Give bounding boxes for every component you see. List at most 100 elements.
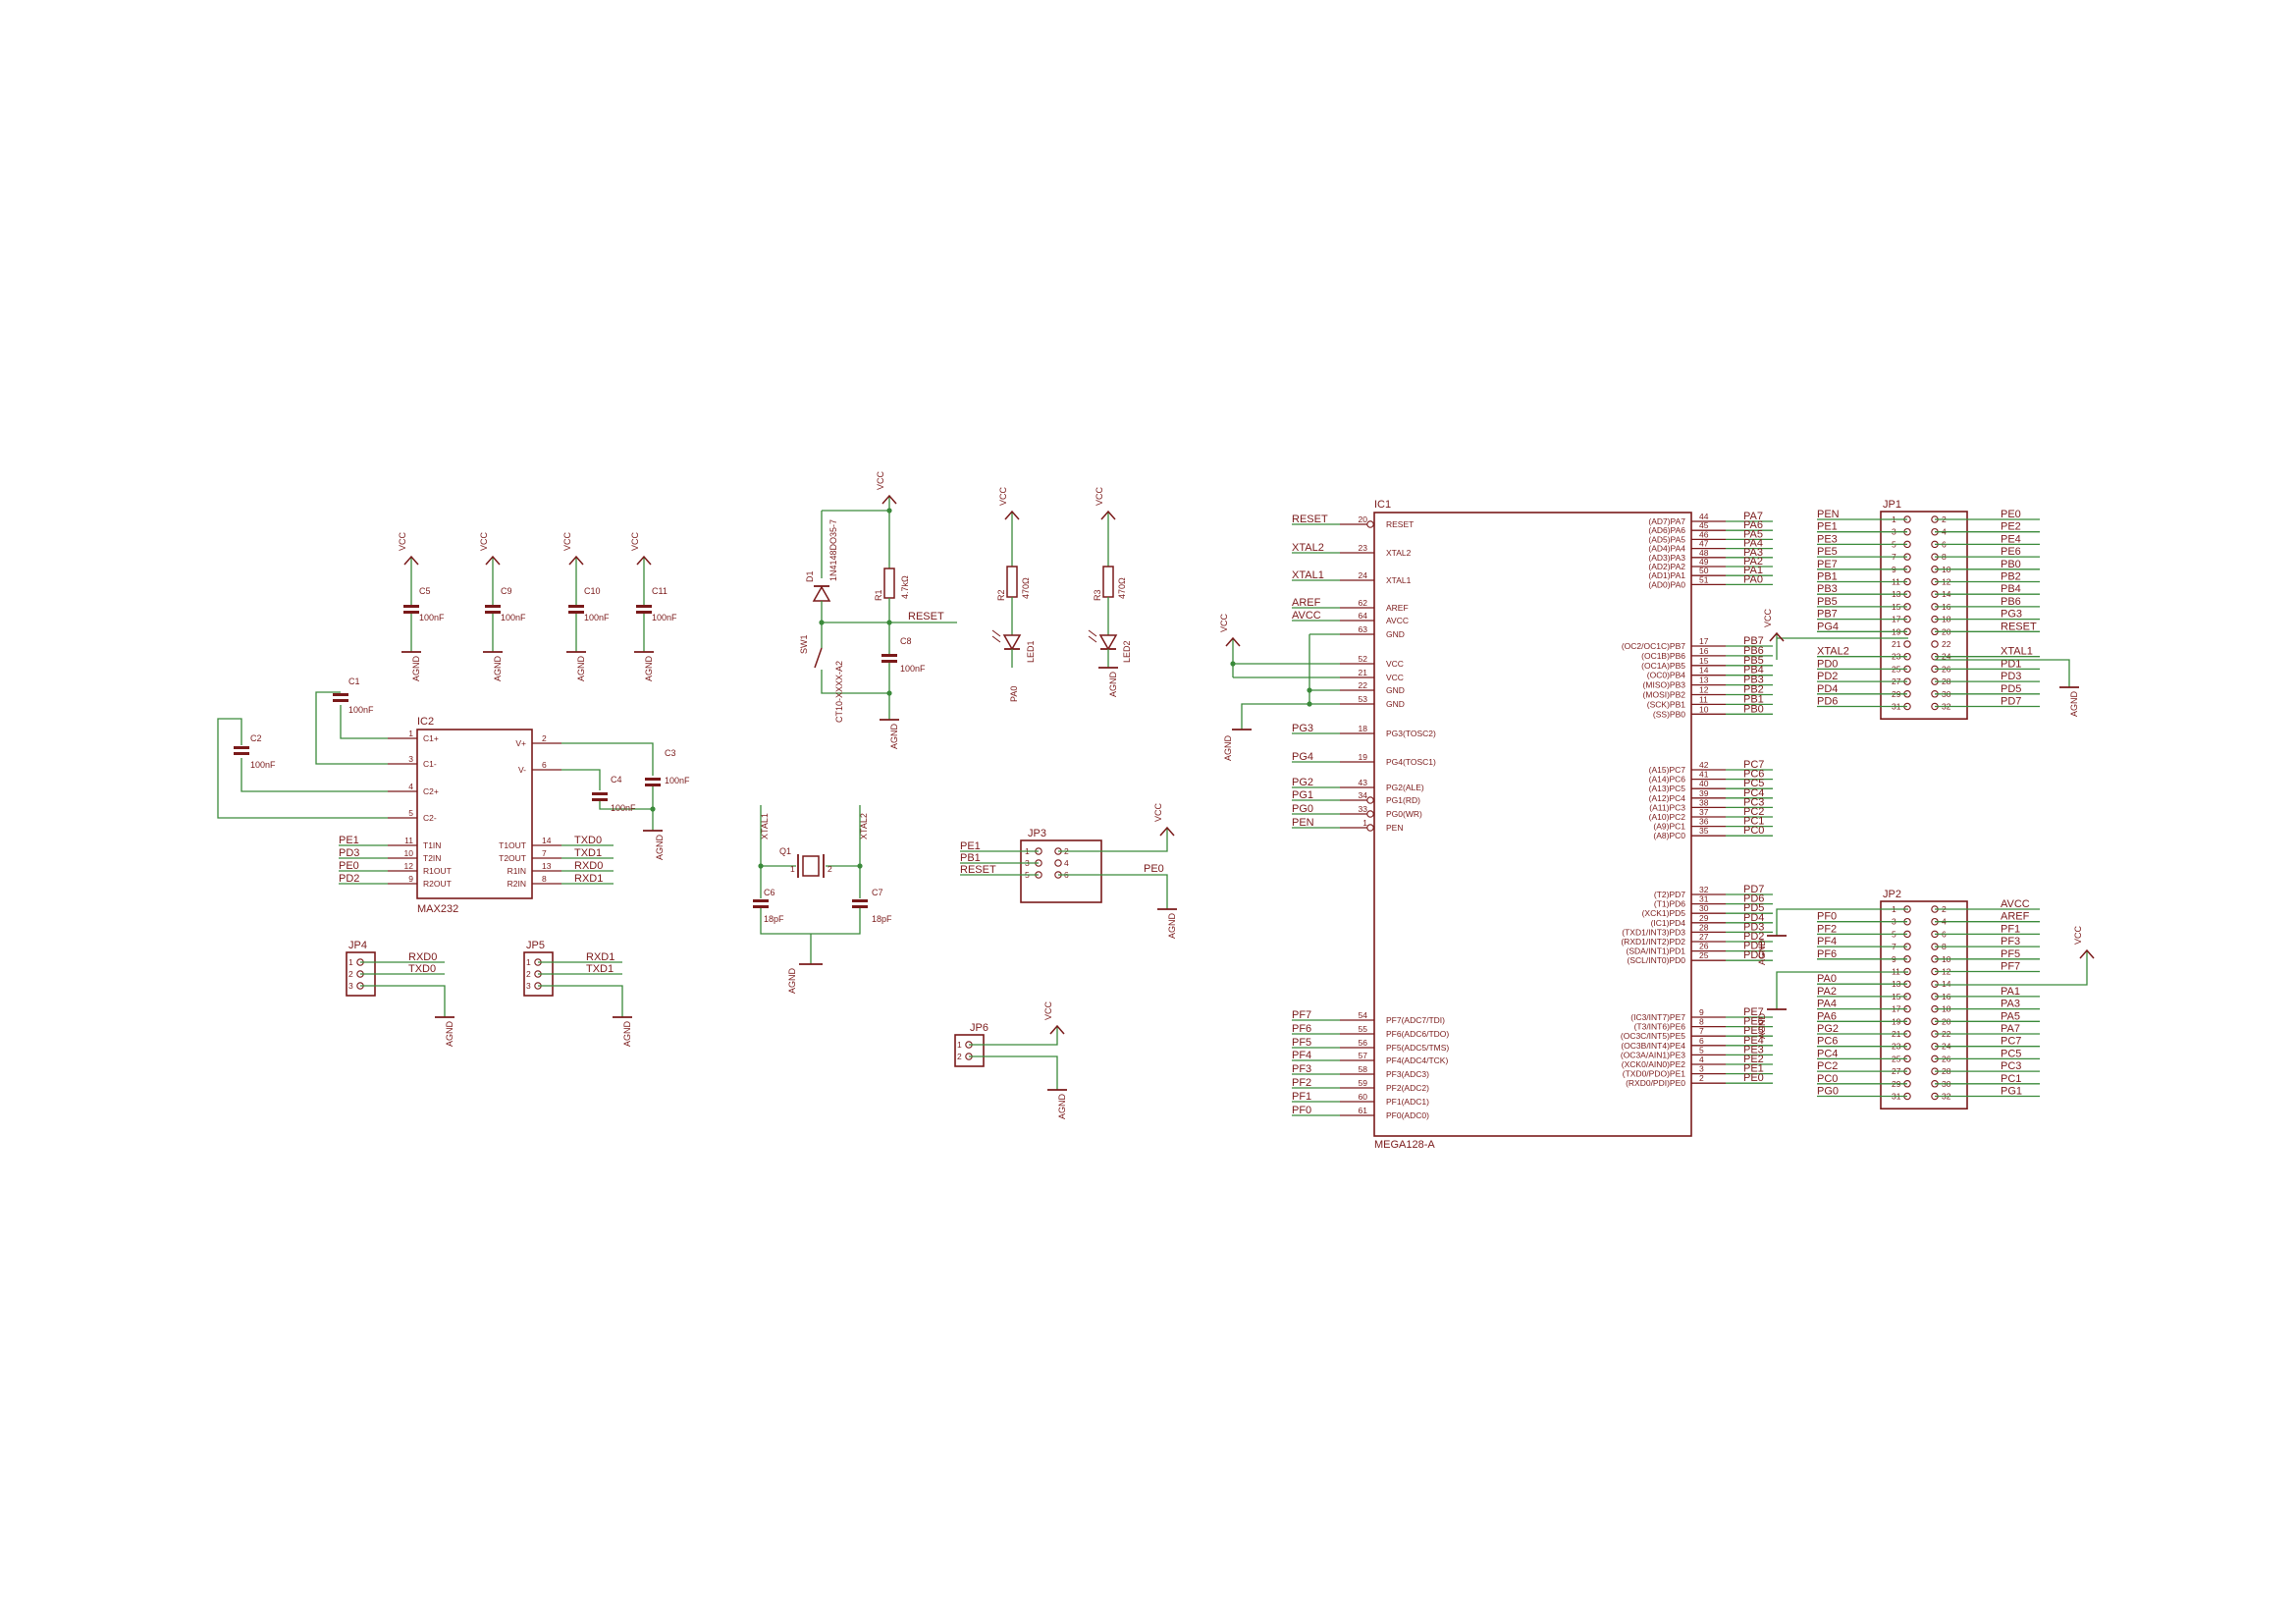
net-label: PA6 <box>1817 1010 1837 1022</box>
pin-number: 34 <box>1359 790 1368 800</box>
net-label: PF4 <box>1292 1050 1311 1061</box>
vcc-arrow <box>2079 948 2095 959</box>
pin-label: (AD0)PA0 <box>1648 579 1685 589</box>
net-label: PF0 <box>1817 911 1837 923</box>
led-name: LED1 <box>1026 640 1036 663</box>
pin-label: (MOSI)PB2 <box>1643 690 1686 700</box>
pin-number: 51 <box>1699 574 1709 584</box>
vcc-arrow <box>485 555 501 566</box>
cap-plate <box>636 611 652 614</box>
cap-plate <box>333 693 348 696</box>
pin-number: 4 <box>1064 858 1069 868</box>
pin-ring <box>1054 859 1062 867</box>
pin-number: 63 <box>1359 624 1368 634</box>
pin-label: PEN <box>1386 823 1403 833</box>
vcc-label: VCC <box>479 531 489 551</box>
header-body <box>1880 511 1968 720</box>
net-label: TXD0 <box>574 835 602 846</box>
pin-label: (RXD0/PDI)PE0 <box>1626 1078 1685 1088</box>
pin-number: 44 <box>1699 512 1709 521</box>
net-label: PD1 <box>2001 658 2021 670</box>
net-label: PF3 <box>2001 936 2020 947</box>
net-label: PA4 <box>1743 538 1763 550</box>
net-label: PC2 <box>1817 1060 1838 1072</box>
pin-ring <box>1366 824 1374 832</box>
net-label: PC1 <box>2001 1073 2021 1085</box>
net-label: PC3 <box>1743 796 1764 808</box>
pin-number: 55 <box>1359 1024 1368 1034</box>
pin-label: (AD4)PA4 <box>1648 544 1685 554</box>
mcu-value: MEGA128-A <box>1374 1139 1435 1151</box>
net-label: PE1 <box>339 835 359 846</box>
cap-plate <box>852 905 868 908</box>
pin-number: 45 <box>1699 520 1709 530</box>
vcc-label: VCC <box>1763 608 1773 627</box>
net-label: PG2 <box>1817 1023 1839 1035</box>
d1-value: 1N4148DO35-7 <box>828 519 838 581</box>
cap-plate <box>333 699 348 702</box>
vcc-wire <box>1935 957 2088 986</box>
xtal1-net: XTAL1 <box>760 813 770 839</box>
net-label: RXD1 <box>586 951 614 963</box>
led-name: LED2 <box>1122 640 1132 663</box>
pin-label: (RXD1/INT2)PD2 <box>1621 937 1685 947</box>
pin-number: 3 <box>348 981 353 991</box>
gnd-rail <box>1241 634 1310 730</box>
net-label: PF7 <box>2001 961 2020 973</box>
agnd-label: AGND <box>1167 912 1177 939</box>
net-label: RESET <box>960 864 996 876</box>
pin-label: R2OUT <box>423 879 452 889</box>
mcu-body <box>1373 512 1692 1137</box>
c6-value: 18pF <box>764 914 784 924</box>
pin-label: VCC <box>1386 659 1404 669</box>
pin-number: 56 <box>1359 1038 1368 1048</box>
agnd-label: AGND <box>655 834 665 860</box>
net-label: AREF <box>1292 597 1321 609</box>
pin-number: 14 <box>542 836 552 845</box>
pin-number: 28 <box>1699 922 1709 932</box>
pin-label: (AD2)PA2 <box>1648 562 1685 571</box>
pin-number: 12 <box>404 861 414 871</box>
net-label: PC7 <box>2001 1036 2021 1048</box>
net-label: PC3 <box>2001 1060 2021 1072</box>
pin-number: 2 <box>1699 1073 1704 1083</box>
cap-name: C2 <box>250 733 262 743</box>
net-label: PG4 <box>1292 751 1313 763</box>
pin-number: 18 <box>1359 724 1368 733</box>
pin-label: (T2)PD7 <box>1654 890 1685 899</box>
net-label: PD4 <box>1743 912 1764 924</box>
reset-net-label: RESET <box>908 611 944 622</box>
pin-label: PF7(ADC7/TDI) <box>1386 1015 1445 1025</box>
net-label: PE7 <box>1817 559 1838 570</box>
pin-number: 54 <box>1359 1010 1368 1020</box>
pin-number: 33 <box>1359 804 1368 814</box>
led-body <box>1002 634 1022 651</box>
net-label: PB5 <box>1743 655 1764 667</box>
net-label: PEN <box>1817 509 1840 520</box>
vcc-label: VCC <box>1219 613 1229 632</box>
net-label: PD0 <box>1817 658 1838 670</box>
net-label: PE1 <box>960 840 981 852</box>
vcc-arrow <box>636 555 652 566</box>
pin-number: 3 <box>1699 1064 1704 1074</box>
agnd-label: AGND <box>1757 1012 1767 1039</box>
pin-ring <box>1366 810 1374 818</box>
cap-plate <box>568 605 584 608</box>
cap-name: C4 <box>611 775 622 784</box>
net-label: PD3 <box>339 847 359 859</box>
cap-name: C11 <box>652 586 667 596</box>
crystal-body <box>802 855 820 877</box>
net-label: PB7 <box>1743 635 1764 647</box>
pin-label: (AD6)PA6 <box>1648 525 1685 535</box>
agnd-label: AGND <box>1757 939 1767 965</box>
net-label: PF7 <box>1292 1009 1311 1021</box>
pin-number: 11 <box>404 836 413 845</box>
net-label: PD5 <box>2001 683 2021 695</box>
net-label: RXD0 <box>574 860 603 872</box>
net-label: PA4 <box>1817 999 1837 1010</box>
net-label: PF6 <box>1817 948 1837 960</box>
net-label: PD1 <box>1743 941 1764 952</box>
pin-label: AVCC <box>1386 616 1409 625</box>
pin-number: 40 <box>1699 779 1709 788</box>
